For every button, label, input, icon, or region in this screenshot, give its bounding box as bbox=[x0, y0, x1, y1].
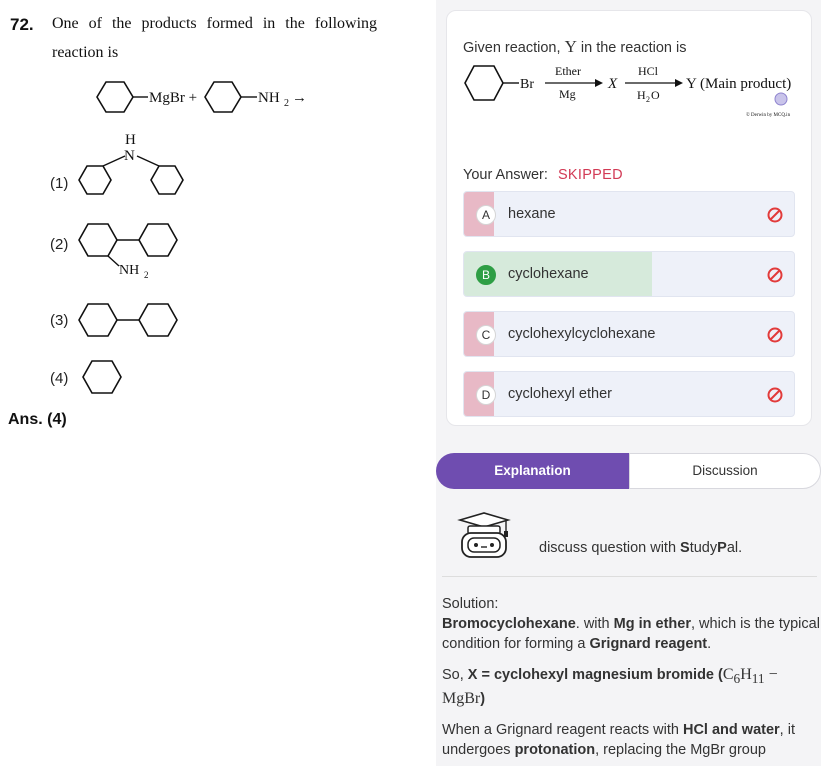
option-letter-badge: C bbox=[476, 325, 496, 345]
tab-discussion[interactable]: Discussion bbox=[629, 453, 821, 489]
reagent2-bottom-sub: 2 bbox=[646, 95, 650, 104]
watermark-text: © Derwin by MCQ.in bbox=[746, 112, 791, 118]
option-text: cyclohexylcyclohexane bbox=[508, 326, 656, 342]
solution-paragraph-2: So, X = cyclohexyl magnesium bromide (C6… bbox=[442, 666, 778, 708]
option-3-structure bbox=[78, 303, 178, 337]
cyclohexane-ring-icon bbox=[204, 81, 242, 113]
reagent2-bottom-end: O bbox=[651, 88, 660, 102]
option-1-structure: N H bbox=[78, 132, 184, 195]
option-text: hexane bbox=[508, 206, 556, 222]
cyclohexane-ring-icon bbox=[82, 360, 122, 394]
intermediate-x: X bbox=[607, 76, 618, 92]
studypal-robot-icon bbox=[457, 512, 511, 558]
solution-paragraph-1: Bromocyclohexane. with Mg in ether, whic… bbox=[442, 616, 820, 652]
hydrogen-atom-text: H bbox=[125, 132, 136, 148]
divider bbox=[442, 576, 817, 577]
cyclohexane-ring-icon bbox=[78, 165, 112, 195]
product-text: Y (Main product) bbox=[686, 76, 791, 92]
given-suffix: in the reaction is bbox=[580, 40, 687, 56]
solution-heading: Solution: bbox=[442, 596, 499, 612]
question-text-line2: reaction is bbox=[52, 44, 119, 61]
given-prefix: Given reaction, bbox=[463, 40, 561, 56]
solution-paragraph-3: When a Grignard reagent reacts with HCl … bbox=[442, 722, 795, 759]
studypal-text: discuss question with StudyPal. bbox=[539, 540, 743, 556]
no-answer-icon bbox=[767, 387, 783, 403]
reactant2-subscript: 2 bbox=[284, 98, 289, 109]
option-4-structure bbox=[82, 360, 122, 394]
option-letter-badge: A bbox=[476, 205, 496, 225]
reactant2-text: NH bbox=[258, 90, 280, 106]
answer-text: Ans. (4) bbox=[8, 411, 67, 428]
question-text-line1: One of the products formed in the follow… bbox=[52, 15, 378, 32]
quiz-panel: Given reaction, Y in the reaction is Br … bbox=[436, 0, 821, 766]
option-4-label: (4) bbox=[50, 370, 69, 387]
given-reaction-text: Given reaction, Y in the reaction is bbox=[463, 37, 686, 57]
reagent2-top: HCl bbox=[638, 64, 659, 78]
reactant1-text: MgBr + bbox=[149, 90, 197, 106]
amine-group-text: NH bbox=[119, 263, 139, 278]
your-answer-status: SKIPPED bbox=[557, 167, 623, 183]
cyclohexane-ring-icon bbox=[96, 81, 134, 113]
cyclohexane-ring-icon bbox=[78, 223, 118, 257]
option-letter-badge: B bbox=[476, 265, 496, 285]
cyclohexane-ring-icon bbox=[138, 303, 178, 337]
cyclohexane-ring-icon bbox=[78, 303, 118, 337]
reagent1-top: Ether bbox=[555, 64, 581, 78]
solution-block: Solution: Bromocyclohexane. with Mg in e… bbox=[442, 594, 820, 766]
no-answer-icon bbox=[767, 267, 783, 283]
zoom-icon bbox=[774, 92, 788, 106]
reaction-arrow: → bbox=[292, 90, 307, 106]
option-2-label: (2) bbox=[50, 236, 69, 253]
question-scan: 72. One of the products formed in the fo… bbox=[8, 15, 378, 428]
question-card: Given reaction, Y in the reaction is Br … bbox=[446, 10, 812, 426]
reaction-image: Br Ether Mg X HCl H 2 O Y (Main product)… bbox=[464, 64, 791, 118]
given-variable: Y bbox=[564, 37, 577, 56]
tab-explanation[interactable]: Explanation bbox=[436, 453, 629, 489]
cyclohexane-ring-icon bbox=[150, 165, 184, 195]
option-text: cyclohexyl ether bbox=[508, 386, 612, 402]
tab-bar: Explanation Discussion bbox=[436, 453, 821, 489]
studypal-link[interactable]: discuss question with StudyPal. bbox=[456, 508, 816, 560]
no-answer-icon bbox=[767, 207, 783, 223]
question-number: 72. bbox=[10, 15, 34, 34]
reagent1-bottom: Mg bbox=[559, 87, 576, 101]
option-1-label: (1) bbox=[50, 175, 69, 192]
cyclohexane-ring-icon bbox=[464, 65, 504, 101]
option-3-label: (3) bbox=[50, 312, 69, 329]
your-answer: Your Answer: SKIPPED bbox=[463, 167, 623, 183]
question-reaction: MgBr + NH 2 → bbox=[96, 81, 307, 113]
no-answer-icon bbox=[767, 327, 783, 343]
bromine-text: Br bbox=[520, 77, 534, 92]
nitrogen-atom-text: N bbox=[124, 148, 135, 164]
cyclohexane-ring-icon bbox=[138, 223, 178, 257]
option-letter-badge: D bbox=[476, 385, 496, 405]
option-text: cyclohexane bbox=[508, 266, 589, 282]
reagent2-bottom: H bbox=[637, 88, 646, 102]
your-answer-label: Your Answer: bbox=[463, 167, 548, 183]
option-2-structure: NH 2 bbox=[78, 223, 178, 280]
amine-subscript: 2 bbox=[144, 270, 149, 280]
